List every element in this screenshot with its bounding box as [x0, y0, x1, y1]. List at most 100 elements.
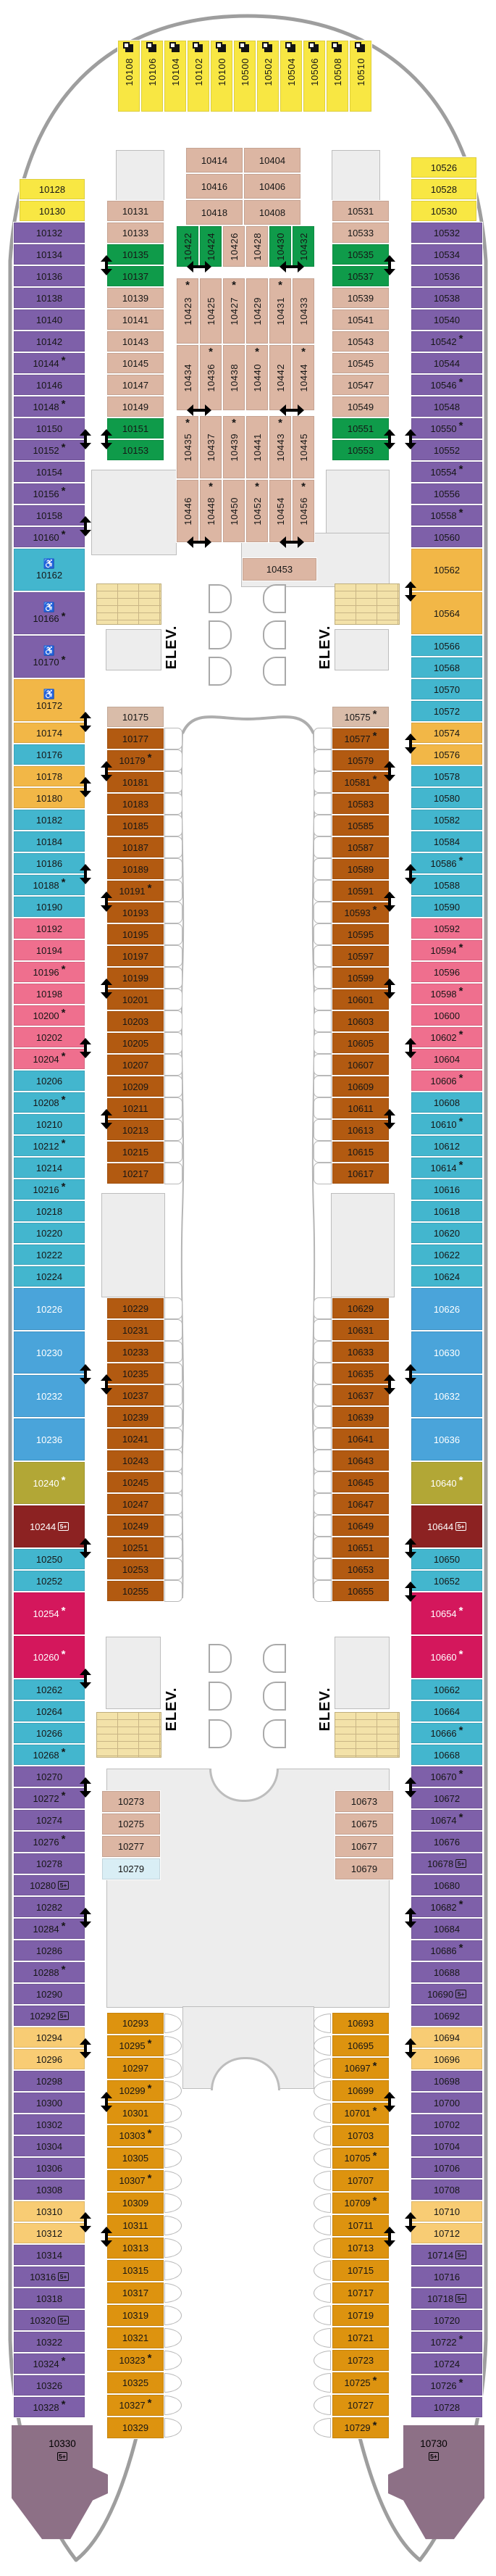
- cabin-10580[interactable]: 10580: [411, 787, 483, 809]
- cabin-10134[interactable]: 10134: [13, 244, 85, 265]
- cabin-10131[interactable]: 10131: [106, 200, 164, 222]
- cabin-10133[interactable]: 10133: [106, 222, 164, 244]
- cabin-10274[interactable]: 10274: [13, 1809, 85, 1831]
- cabin-10695[interactable]: 10695: [332, 2035, 390, 2057]
- cabin-10328[interactable]: 10328*: [13, 2396, 85, 2418]
- cabin-10438[interactable]: 10438: [222, 344, 245, 411]
- cabin-10156[interactable]: 10156*: [13, 483, 85, 504]
- cabin-10177[interactable]: 10177: [106, 728, 164, 749]
- cabin-10318[interactable]: 10318: [13, 2288, 85, 2309]
- cabin-10108[interactable]: 10108: [117, 40, 140, 112]
- cabin-10207[interactable]: 10207: [106, 1054, 164, 1076]
- cabin-10181[interactable]: 10181: [106, 771, 164, 793]
- cabin-10670[interactable]: 10670*: [411, 1766, 483, 1787]
- cabin-10677[interactable]: 10677: [335, 1835, 394, 1858]
- cabin-10260[interactable]: 10260*: [13, 1635, 85, 1679]
- cabin-10633[interactable]: 10633: [332, 1341, 390, 1363]
- cabin-10162[interactable]: ♿10162: [13, 548, 85, 591]
- cabin-10426[interactable]: 10426: [222, 225, 245, 267]
- cabin-10160[interactable]: 10160*: [13, 526, 85, 548]
- cabin-10296[interactable]: 10296: [13, 2048, 85, 2070]
- cabin-10583[interactable]: 10583: [332, 793, 390, 815]
- cabin-10668[interactable]: 10668: [411, 1744, 483, 1766]
- cabin-10250[interactable]: 10250: [13, 1548, 85, 1570]
- cabin-10270[interactable]: 10270: [13, 1766, 85, 1787]
- cabin-10596[interactable]: 10596: [411, 961, 483, 983]
- cabin-10576[interactable]: 10576: [411, 744, 483, 765]
- cabin-10686[interactable]: 10686*: [411, 1940, 483, 1961]
- cabin-10220[interactable]: 10220: [13, 1222, 85, 1244]
- cabin-10153[interactable]: 10153: [106, 439, 164, 461]
- cabin-10130[interactable]: 10130: [19, 200, 85, 222]
- cabin-10581[interactable]: 10581*: [332, 771, 390, 793]
- cabin-10439[interactable]: *10439: [222, 415, 245, 479]
- cabin-10138[interactable]: 10138: [13, 287, 85, 309]
- cabin-10720[interactable]: 10720: [411, 2309, 483, 2331]
- cabin-10309[interactable]: 10309: [106, 2192, 164, 2214]
- cabin-10675[interactable]: 10675: [335, 1813, 394, 1835]
- cabin-10148[interactable]: 10148*: [13, 396, 85, 417]
- cabin-10132[interactable]: 10132: [13, 222, 85, 244]
- cabin-10208[interactable]: 10208*: [13, 1092, 85, 1113]
- cabin-10680[interactable]: 10680: [411, 1874, 483, 1896]
- cabin-10232[interactable]: 10232: [13, 1374, 85, 1418]
- cabin-10313[interactable]: 10313: [106, 2237, 164, 2259]
- cabin-10199[interactable]: 10199: [106, 967, 164, 989]
- cabin-10136[interactable]: 10136: [13, 265, 85, 287]
- cabin-10249[interactable]: 10249: [106, 1515, 164, 1537]
- cabin-10719[interactable]: 10719: [332, 2304, 390, 2327]
- cabin-10235[interactable]: 10235: [106, 1363, 164, 1384]
- cabin-10404[interactable]: 10404: [243, 147, 301, 173]
- cabin-10100[interactable]: 10100: [210, 40, 233, 112]
- cabin-10606[interactable]: 10606*: [411, 1070, 483, 1092]
- cabin-10194[interactable]: 10194: [13, 939, 85, 961]
- cabin-10558[interactable]: 10558*: [411, 504, 483, 526]
- cabin-10142[interactable]: 10142: [13, 331, 85, 352]
- cabin-10215[interactable]: 10215: [106, 1141, 164, 1163]
- cabin-10211[interactable]: 10211: [106, 1097, 164, 1119]
- cabin-10705[interactable]: 10705*: [332, 2147, 390, 2169]
- cabin-10721[interactable]: 10721: [332, 2327, 390, 2349]
- cabin-10552[interactable]: 10552: [411, 439, 483, 461]
- cabin-10570[interactable]: 10570: [411, 678, 483, 700]
- cabin-10326[interactable]: 10326: [13, 2375, 85, 2396]
- cabin-10300[interactable]: 10300: [13, 2092, 85, 2114]
- cabin-10542[interactable]: 10542*: [411, 331, 483, 352]
- cabin-10592[interactable]: 10592: [411, 918, 483, 939]
- cabin-10618[interactable]: 10618: [411, 1200, 483, 1222]
- cabin-10708[interactable]: 10708: [411, 2179, 483, 2201]
- cabin-10446[interactable]: 10446: [176, 479, 199, 543]
- cabin-10600[interactable]: 10600: [411, 1005, 483, 1026]
- cabin-10528[interactable]: 10528: [411, 178, 477, 200]
- cabin-10702[interactable]: 10702: [411, 2114, 483, 2135]
- cabin-10253[interactable]: 10253: [106, 1558, 164, 1580]
- cabin-10286[interactable]: 10286: [13, 1940, 85, 1961]
- cabin-10437[interactable]: 10437: [199, 415, 222, 479]
- cabin-10445[interactable]: 10445: [292, 415, 315, 479]
- cabin-10231[interactable]: 10231: [106, 1319, 164, 1341]
- cabin-10703[interactable]: 10703: [332, 2124, 390, 2147]
- cabin-10608[interactable]: 10608: [411, 1092, 483, 1113]
- cabin-10106[interactable]: 10106: [140, 40, 164, 112]
- cabin-10574[interactable]: 10574: [411, 722, 483, 744]
- cabin-10444[interactable]: *10444: [292, 344, 315, 411]
- cabin-10189[interactable]: 10189: [106, 858, 164, 880]
- cabin-10317[interactable]: 10317: [106, 2282, 164, 2304]
- cabin-10632[interactable]: 10632: [411, 1374, 483, 1418]
- cabin-10214[interactable]: 10214: [13, 1157, 85, 1179]
- cabin-10443[interactable]: *10443: [269, 415, 292, 479]
- cabin-10696[interactable]: 10696: [411, 2048, 483, 2070]
- cabin-10440[interactable]: *10440: [245, 344, 269, 411]
- cabin-10601[interactable]: 10601: [332, 989, 390, 1010]
- cabin-10315[interactable]: 10315: [106, 2259, 164, 2282]
- cabin-10587[interactable]: 10587: [332, 836, 390, 858]
- cabin-10595[interactable]: 10595: [332, 923, 390, 945]
- cabin-10688[interactable]: 10688: [411, 1961, 483, 1983]
- cabin-10203[interactable]: 10203: [106, 1010, 164, 1032]
- cabin-10188[interactable]: 10188*: [13, 874, 85, 896]
- cabin-10510[interactable]: 10510: [349, 40, 372, 112]
- cabin-10427[interactable]: *10427: [222, 278, 245, 344]
- cabin-10630[interactable]: 10630: [411, 1331, 483, 1374]
- cabin-10622[interactable]: 10622: [411, 1244, 483, 1266]
- cabin-10294[interactable]: 10294: [13, 2027, 85, 2048]
